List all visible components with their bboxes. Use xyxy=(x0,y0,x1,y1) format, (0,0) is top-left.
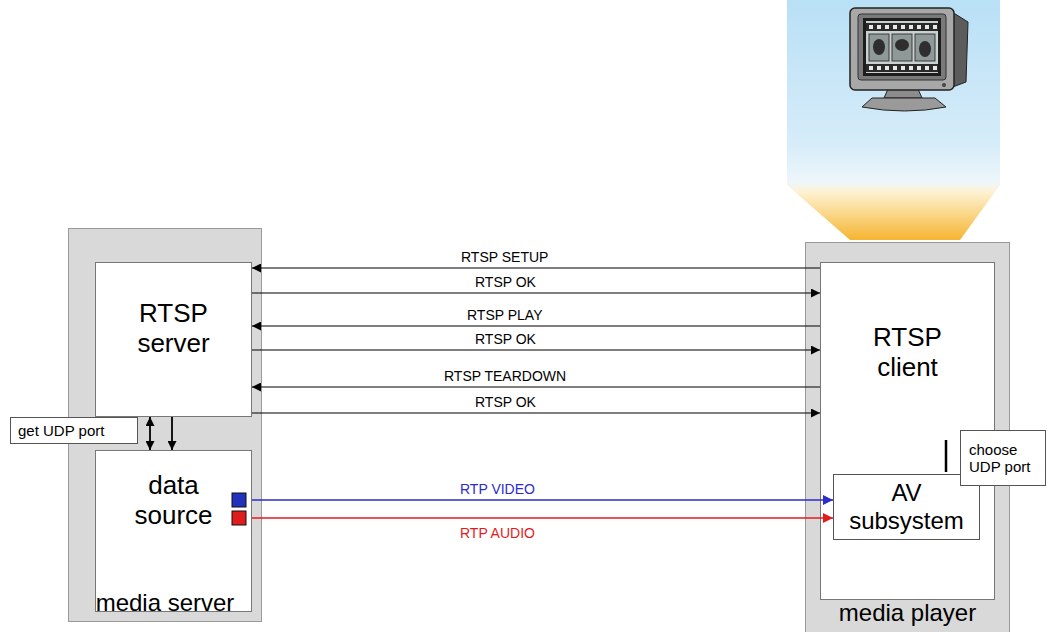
message-label: RTSP PLAY xyxy=(465,308,544,323)
rtsp-message-arrow xyxy=(252,412,820,413)
node-label: choose UDP port xyxy=(969,441,1041,476)
monitor-bevel xyxy=(858,14,946,80)
message-label: RTP AUDIO xyxy=(458,526,537,541)
message-label: RTP VIDEO xyxy=(458,482,537,497)
rtsp-message-arrow xyxy=(252,349,820,350)
film-frames xyxy=(869,34,935,61)
film-image xyxy=(866,21,938,73)
node-label: get UDP port xyxy=(18,422,104,439)
node-label: AV subsystem xyxy=(841,479,973,534)
node-label: RTSP server xyxy=(118,299,230,359)
message-label: RTSP OK xyxy=(473,332,538,347)
message-label: RTSP TEARDOWN xyxy=(442,369,568,384)
power-button xyxy=(942,83,946,87)
av-module: AV subsystem xyxy=(833,474,980,540)
rtsp-message-arrow xyxy=(252,267,820,268)
node-label: media player xyxy=(839,599,976,627)
film-strip xyxy=(866,23,938,31)
rtsp-message-arrow xyxy=(252,386,820,387)
rtsp-message-arrow xyxy=(252,292,820,293)
node-label: media server xyxy=(96,589,235,617)
monitor-bezel xyxy=(850,8,954,90)
monitor-base xyxy=(862,98,946,111)
control-arrow xyxy=(149,417,151,450)
data-module: data source xyxy=(95,450,252,612)
message-label: RTSP OK xyxy=(473,395,538,410)
port-marker-line xyxy=(945,440,948,472)
rtp-stream-arrow xyxy=(252,499,833,500)
node-label: data source xyxy=(118,471,230,531)
screen-glow xyxy=(787,0,1000,240)
rtp-stream-arrow xyxy=(252,517,833,518)
node-label: RTSP client xyxy=(852,323,964,383)
message-label: RTSP SETUP xyxy=(459,250,550,265)
callout-box: get UDP port xyxy=(10,417,138,444)
monitor-icon xyxy=(850,8,968,111)
server-module: RTSP server xyxy=(95,262,252,417)
audio-port-square xyxy=(232,511,246,525)
monitor-screen xyxy=(863,18,941,76)
film-holes xyxy=(869,25,937,70)
message-label: RTSP OK xyxy=(473,275,538,290)
film-strip xyxy=(866,64,938,72)
video-port-square xyxy=(232,493,246,507)
callout-box: choose UDP port xyxy=(960,430,1046,486)
control-arrow xyxy=(171,417,173,450)
rtsp-message-arrow xyxy=(252,325,820,326)
